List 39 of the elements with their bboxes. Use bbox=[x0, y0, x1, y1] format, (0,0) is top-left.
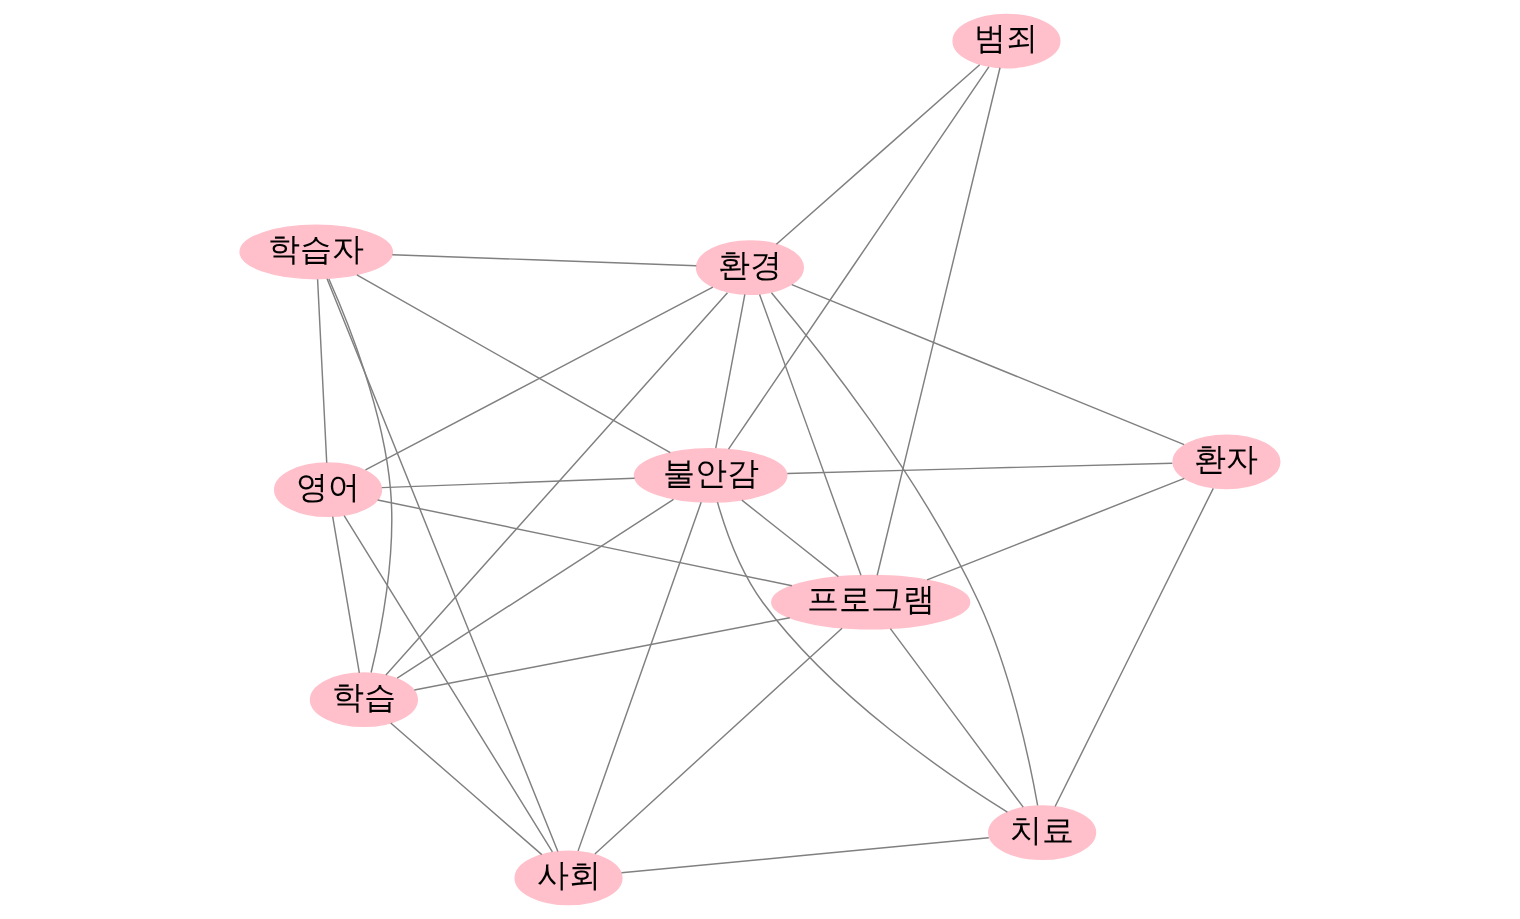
node-ellipse: 불안감 bbox=[633, 448, 788, 503]
connector bbox=[391, 254, 697, 267]
node-ellipse: 학습 bbox=[309, 672, 418, 728]
connector bbox=[775, 63, 981, 245]
connector bbox=[577, 501, 702, 852]
connector bbox=[727, 66, 990, 450]
connector bbox=[389, 722, 543, 856]
connector bbox=[1054, 487, 1214, 808]
connector bbox=[326, 278, 559, 853]
connector bbox=[889, 627, 1024, 808]
connector bbox=[364, 286, 714, 471]
connector bbox=[620, 837, 990, 874]
connector bbox=[758, 293, 862, 576]
connector bbox=[343, 514, 554, 853]
node-ellipse: 환자 bbox=[1172, 434, 1281, 490]
connector bbox=[381, 477, 636, 489]
connector bbox=[376, 499, 793, 587]
connector bbox=[715, 293, 746, 449]
connector bbox=[594, 627, 843, 855]
connector bbox=[396, 498, 675, 679]
connector bbox=[791, 283, 1185, 446]
connector bbox=[331, 515, 361, 674]
connector bbox=[876, 67, 1001, 576]
node-ellipse: 치료 bbox=[988, 805, 1097, 861]
connector bbox=[413, 617, 791, 691]
connector bbox=[316, 278, 328, 464]
node-ellipse: 범죄 bbox=[952, 13, 1061, 69]
node-ellipse: 사회 bbox=[514, 850, 623, 906]
connector bbox=[741, 499, 840, 578]
connector bbox=[356, 274, 671, 454]
connector bbox=[716, 501, 1009, 813]
node-ellipse: 학습자 bbox=[239, 224, 394, 280]
node-ellipse: 영어 bbox=[273, 462, 383, 518]
node-ellipse: 환경 bbox=[695, 240, 804, 295]
connector bbox=[786, 462, 1174, 475]
node-ellipse: 프로그램 bbox=[771, 574, 971, 630]
connector bbox=[926, 477, 1185, 581]
connector bbox=[385, 291, 729, 676]
connector bbox=[328, 278, 393, 674]
